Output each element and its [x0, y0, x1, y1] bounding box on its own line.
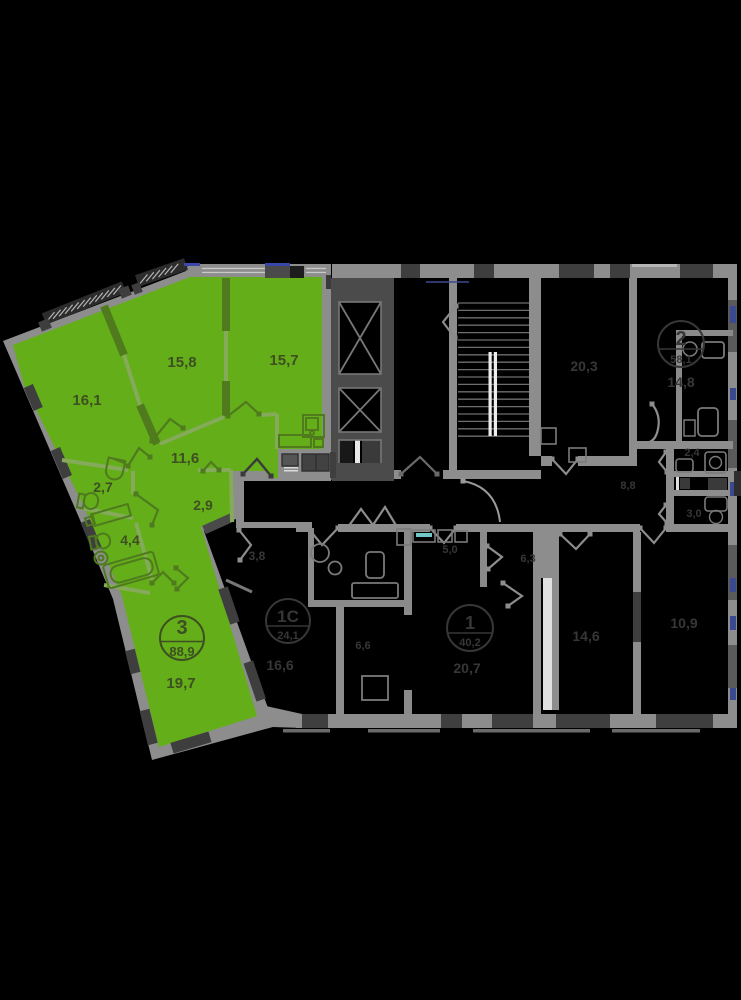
svg-text:3,8: 3,8: [249, 549, 266, 563]
svg-text:3,0: 3,0: [686, 508, 701, 520]
svg-text:10,9: 10,9: [670, 615, 697, 631]
svg-text:20,7: 20,7: [453, 660, 480, 676]
svg-text:4,4: 4,4: [120, 532, 140, 548]
svg-text:16,6: 16,6: [266, 657, 293, 673]
svg-text:8,8: 8,8: [620, 480, 635, 492]
svg-text:2,9: 2,9: [193, 497, 213, 513]
svg-text:2: 2: [675, 328, 686, 350]
svg-text:1С: 1С: [277, 607, 299, 626]
svg-text:14,8: 14,8: [667, 374, 694, 390]
svg-text:15,7: 15,7: [269, 352, 298, 369]
svg-text:6,3: 6,3: [520, 553, 535, 565]
svg-text:1: 1: [465, 613, 475, 633]
svg-text:11,6: 11,6: [171, 450, 199, 467]
svg-text:24,1: 24,1: [277, 630, 298, 642]
svg-text:3: 3: [176, 617, 187, 639]
svg-text:14,6: 14,6: [572, 628, 599, 644]
svg-text:20,3: 20,3: [570, 358, 597, 374]
svg-text:6,6: 6,6: [355, 640, 370, 652]
svg-text:2,7: 2,7: [93, 479, 113, 495]
svg-text:2,4: 2,4: [684, 447, 700, 459]
svg-text:16,1: 16,1: [72, 392, 101, 409]
svg-text:15,8: 15,8: [167, 354, 196, 371]
svg-text:5,0: 5,0: [442, 544, 457, 556]
svg-text:88,9: 88,9: [169, 644, 194, 659]
svg-text:40,2: 40,2: [459, 637, 480, 649]
svg-text:58,1: 58,1: [670, 354, 691, 366]
svg-text:19,7: 19,7: [166, 675, 195, 692]
